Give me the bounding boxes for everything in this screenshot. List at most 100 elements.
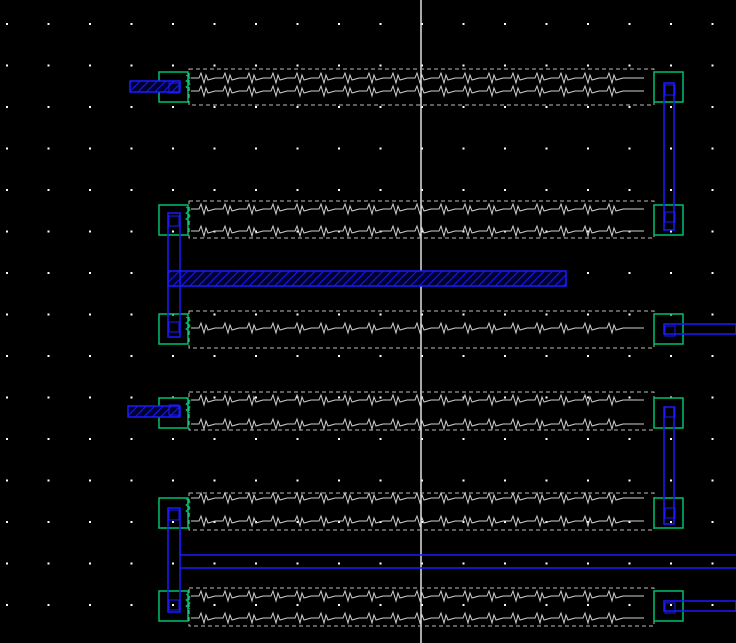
grid-dot [6, 106, 8, 108]
metal-vertical-left-1[interactable] [167, 212, 181, 338]
grid-dot [379, 189, 382, 191]
grid-dot [379, 479, 382, 482]
grid-dot [47, 23, 50, 25]
grid-dot [213, 438, 216, 440]
grid-dot [130, 189, 133, 191]
grid-dot [47, 64, 50, 67]
grid-dot [89, 562, 91, 565]
via-square [664, 84, 676, 96]
grid-dot [670, 604, 672, 606]
grid-dot [462, 355, 465, 357]
contact-box[interactable] [158, 204, 189, 236]
resistor-zigzag [191, 71, 644, 85]
metal-bus-horizontal[interactable] [167, 270, 567, 287]
grid-dot [130, 272, 133, 274]
grid-dot [545, 562, 548, 565]
grid-dot [670, 64, 672, 67]
grid-dot [89, 106, 91, 108]
contact-box[interactable] [653, 397, 684, 429]
via-square [168, 82, 180, 94]
resistor-zigzag [191, 321, 644, 335]
grid-dot [711, 272, 714, 274]
grid-dot [421, 106, 423, 108]
grid-dot [587, 189, 589, 191]
resistor-zigzag [191, 84, 644, 98]
metal-long-horizontal[interactable] [179, 530, 736, 569]
contact-box[interactable] [158, 313, 189, 345]
grid-dot [545, 147, 548, 150]
grid-dot [47, 396, 50, 399]
grid-dot [545, 189, 548, 191]
grid-dot [89, 604, 91, 606]
grid-dot [670, 562, 672, 565]
grid-dot [504, 521, 506, 523]
grid-dot [421, 147, 423, 150]
resistor-zigzag [191, 611, 644, 625]
grid-dot [213, 604, 216, 606]
grid-dot [504, 147, 506, 150]
grid-dot [628, 23, 631, 25]
grid-dot [6, 189, 8, 191]
grid-dot [421, 313, 423, 316]
grid-dot [296, 23, 299, 25]
grid-dot [172, 438, 174, 440]
metal-vertical-left-2[interactable] [167, 507, 181, 613]
contact-box[interactable] [653, 204, 684, 236]
resistor-zigzag [191, 202, 644, 216]
grid-dot [213, 106, 216, 108]
via-square [168, 215, 180, 227]
grid-dot [338, 355, 340, 357]
metal-vertical-right-2[interactable] [663, 406, 675, 525]
grid-dot [711, 479, 714, 482]
via-square [168, 404, 180, 416]
grid-dot [255, 147, 257, 150]
grid-dot [130, 479, 133, 482]
grid-dot [89, 479, 91, 482]
grid-dot [338, 604, 340, 606]
contact-box[interactable] [653, 313, 684, 345]
grid-dot [213, 189, 216, 191]
grid-dot [213, 396, 216, 399]
contact-box[interactable] [158, 590, 189, 622]
grid-dot [421, 562, 423, 565]
grid-dot [462, 147, 465, 150]
grid-dot [296, 106, 299, 108]
contact-box[interactable] [653, 71, 684, 103]
metal-exit-right-2[interactable] [663, 600, 736, 612]
grid-dot [338, 106, 340, 108]
grid-dot [130, 106, 133, 108]
grid-dot [711, 23, 714, 25]
contact-box[interactable] [158, 497, 189, 529]
grid-dot [587, 147, 589, 150]
grid-dot [711, 313, 714, 316]
grid-dot [130, 147, 133, 150]
grid-dot [338, 438, 340, 440]
grid-dot [213, 147, 216, 150]
grid-dot [462, 230, 465, 233]
grid-dot [47, 355, 50, 357]
grid-dot [711, 396, 714, 399]
grid-dot [628, 604, 631, 606]
metal-vertical-right-1[interactable] [663, 82, 675, 231]
grid-dot [47, 562, 50, 565]
grid-dot [296, 64, 299, 67]
resistor-zigzag [191, 589, 644, 603]
grid-dot [545, 355, 548, 357]
metal-stub-top[interactable] [129, 80, 181, 93]
grid-dot [47, 147, 50, 150]
contact-box[interactable] [653, 497, 684, 529]
grid-dot [255, 396, 257, 399]
grid-dot [255, 562, 257, 565]
contact-box[interactable] [653, 590, 684, 622]
metal-exit-right-1[interactable] [663, 323, 736, 335]
grid-dot [670, 272, 672, 274]
grid-dot [545, 438, 548, 440]
metal-stub-mid[interactable] [127, 405, 181, 418]
via-square [664, 211, 676, 223]
grid-dot [47, 106, 50, 108]
grid-dot [172, 521, 174, 523]
grid-dot [628, 106, 631, 108]
grid-dot [587, 562, 589, 565]
